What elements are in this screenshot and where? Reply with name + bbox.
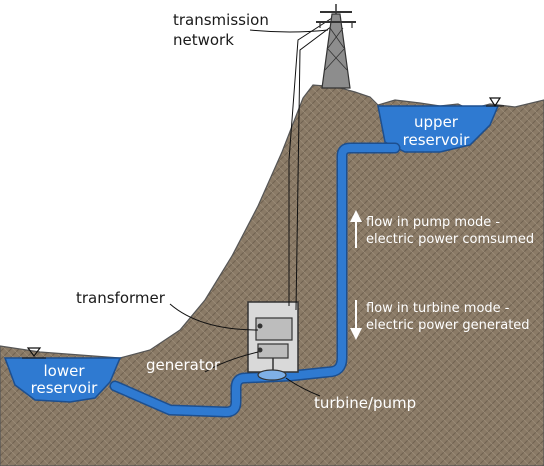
label-turbine-mode-1: flow in turbine mode - xyxy=(366,301,510,316)
transmission-tower xyxy=(316,4,356,89)
leader-turbine xyxy=(285,377,321,397)
label-turbine-pump: turbine/pump xyxy=(314,394,416,412)
label-generator: generator xyxy=(146,356,221,374)
power-cable xyxy=(288,17,333,306)
label-pump-mode-2: electric power comsumed xyxy=(366,232,534,247)
label-transformer: transformer xyxy=(76,289,166,307)
label-upper-reservoir-1: upper xyxy=(414,113,459,131)
turbine-pump-unit xyxy=(257,369,287,381)
label-turbine-mode-2: electric power generated xyxy=(366,318,530,333)
generator-unit xyxy=(257,343,289,359)
lower-water-level-marker xyxy=(26,347,42,357)
turbine-flow-arrow xyxy=(350,300,362,340)
leader-generator xyxy=(204,351,259,373)
label-transmission-1: transmission xyxy=(173,11,269,29)
leader-transmission xyxy=(249,29,329,33)
lower-reservoir xyxy=(3,357,122,403)
label-upper-reservoir-2: reservoir xyxy=(403,131,470,149)
pump-flow-arrow xyxy=(350,210,362,248)
label-transmission-2: network xyxy=(173,31,234,49)
label-pump-mode-1: flow in pump mode - xyxy=(366,215,500,230)
terrain xyxy=(0,84,544,466)
powerhouse xyxy=(247,301,299,381)
leader-transformer xyxy=(169,303,259,331)
transformer-unit xyxy=(255,317,293,341)
label-lower-reservoir-1: lower xyxy=(43,362,85,380)
label-lower-reservoir-2: reservoir xyxy=(31,379,98,397)
upper-water-level-marker xyxy=(488,97,502,108)
